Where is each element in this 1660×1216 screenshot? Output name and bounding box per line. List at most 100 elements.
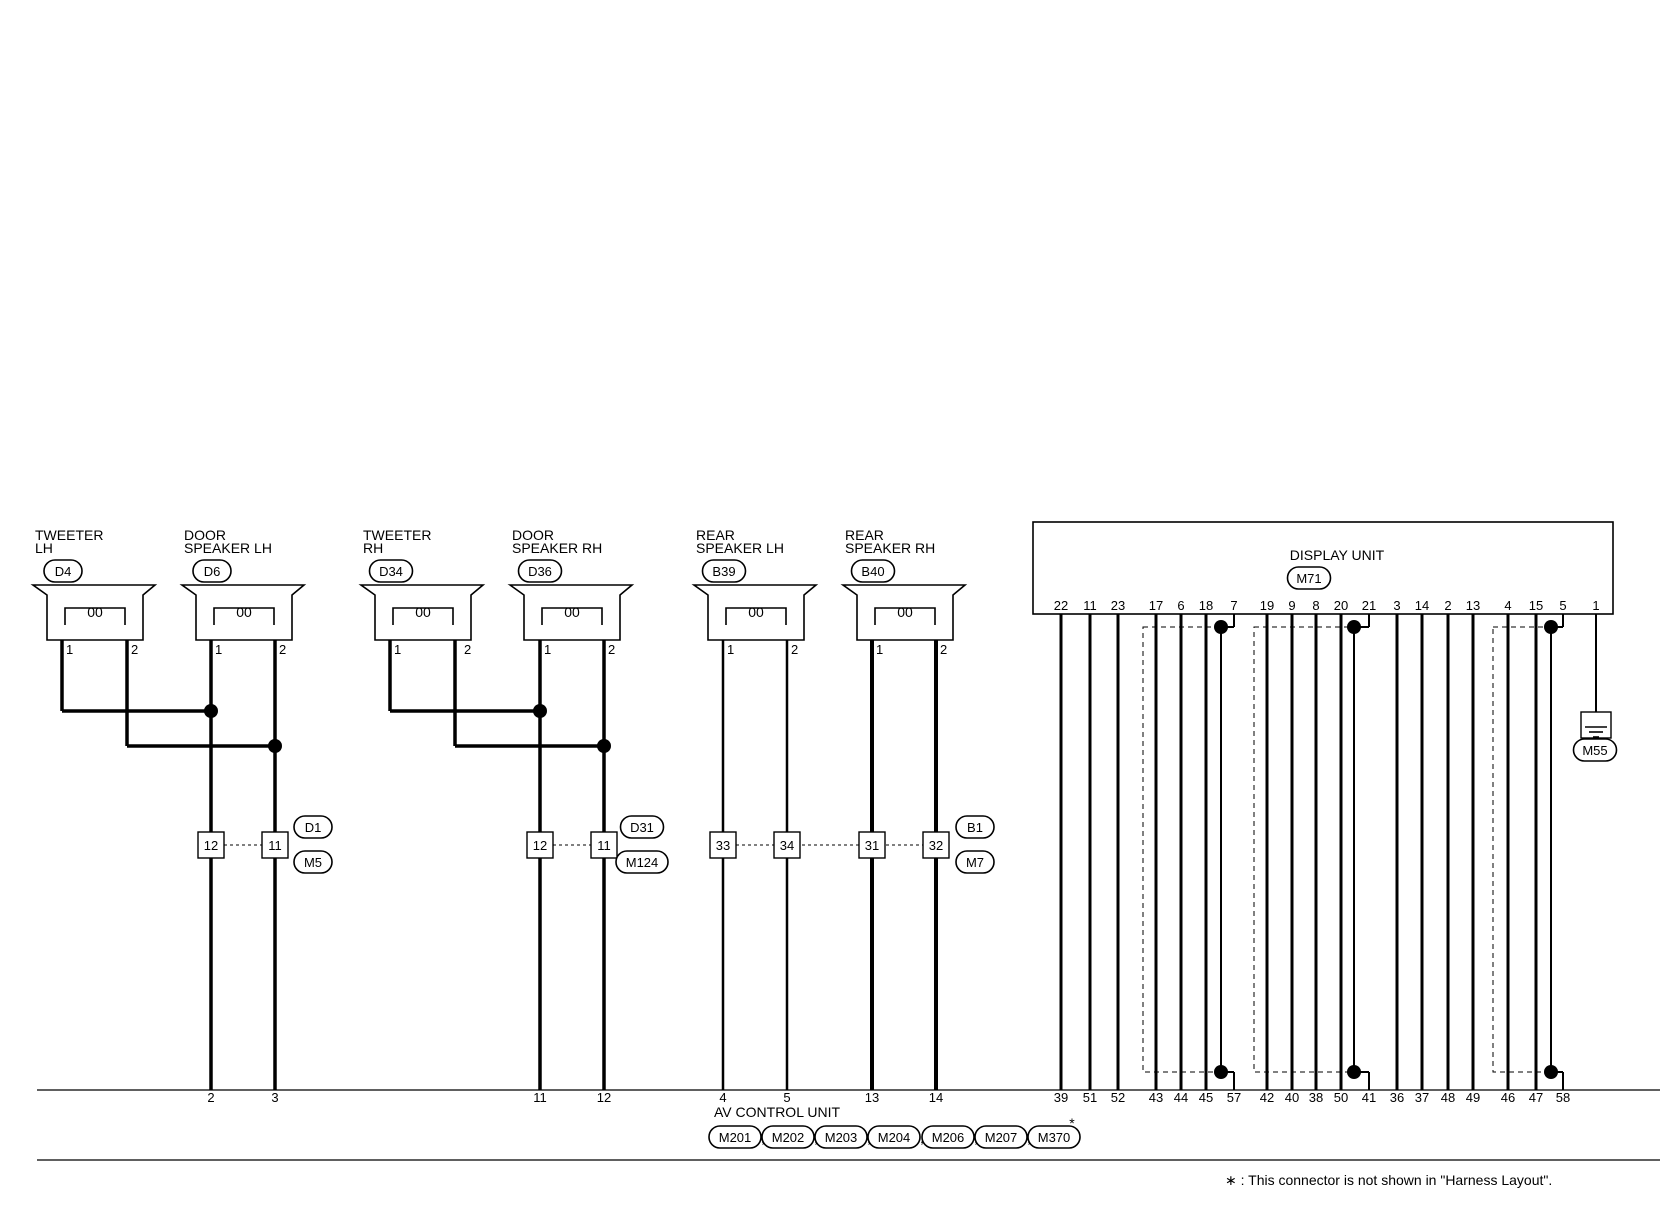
display-pin-number: 4 xyxy=(1504,598,1511,613)
splice-dot xyxy=(1214,620,1228,634)
speaker-title-line1: REAR xyxy=(845,527,884,543)
connector-label: D34 xyxy=(379,564,403,579)
connector-label: M71 xyxy=(1296,571,1321,586)
speaker-title-line2: SPEAKER LH xyxy=(696,540,784,556)
junction-pin-number: 11 xyxy=(268,838,282,853)
av-pin-number: 43 xyxy=(1149,1090,1163,1105)
junction-connector-bottom: M5 xyxy=(293,850,333,874)
connector-label: M206 xyxy=(932,1130,965,1145)
splice-dot xyxy=(1214,1065,1228,1079)
display-pin-number: 21 xyxy=(1362,598,1376,613)
av-connector: M203 xyxy=(814,1125,868,1149)
display-pin-number: 2 xyxy=(1444,598,1451,613)
pin-number: 2 xyxy=(131,642,138,657)
splice-dot xyxy=(1347,620,1361,634)
junction-pin-number: 31 xyxy=(865,838,879,853)
speaker-body-icon xyxy=(840,584,968,641)
junction-connector-top: B1 xyxy=(955,815,995,839)
speaker-cone-icon xyxy=(874,607,936,625)
speaker-title-line2: SPEAKER RH xyxy=(845,540,935,556)
speaker-title-line1: DOOR xyxy=(512,527,554,543)
connector-bubble-outline xyxy=(1027,1125,1081,1149)
av-pin-number: 41 xyxy=(1362,1090,1376,1105)
speaker-cone-icon xyxy=(725,607,787,625)
connector-label: D36 xyxy=(528,564,552,579)
av-pin-number: 13 xyxy=(865,1090,879,1105)
connector-bubble-outline xyxy=(867,1125,921,1149)
display-pin-number: 20 xyxy=(1334,598,1348,613)
connector-label: M55 xyxy=(1582,743,1607,758)
pin-number: 1 xyxy=(876,642,883,657)
av-pin-number: 45 xyxy=(1199,1090,1213,1105)
display-pin-number: 1 xyxy=(1592,598,1599,613)
av-pin-number: 49 xyxy=(1466,1090,1480,1105)
pin-number: 1 xyxy=(544,642,551,657)
connector-label: D1 xyxy=(305,820,322,835)
connector-bubble-outline xyxy=(368,559,414,583)
junction-pin-box xyxy=(858,831,886,859)
coil-symbol: 00 xyxy=(87,604,103,620)
junction-pin-box xyxy=(261,831,289,859)
av-pin-number: 58 xyxy=(1556,1090,1570,1105)
speaker-title-line1: TWEETER xyxy=(363,527,431,543)
coil-symbol: 00 xyxy=(748,604,764,620)
speaker-connector: D36 xyxy=(517,559,563,583)
av-pin-number: 39 xyxy=(1054,1090,1068,1105)
asterisk-marker: * xyxy=(1069,1115,1075,1131)
splice-dot xyxy=(1347,1065,1361,1079)
display-pin-number: 13 xyxy=(1466,598,1480,613)
av-pin-number: 38 xyxy=(1309,1090,1323,1105)
speaker-title-line1: DOOR xyxy=(184,527,226,543)
av-pin-number: 36 xyxy=(1390,1090,1404,1105)
pin-number: 1 xyxy=(394,642,401,657)
connector-bubble-outline xyxy=(293,815,333,839)
connector-bubble-outline xyxy=(955,850,995,874)
connector-bubble-outline xyxy=(708,1125,762,1149)
ground-connector: M55 xyxy=(1572,738,1618,762)
av-connector: M201 xyxy=(708,1125,762,1149)
pin-number: 2 xyxy=(791,642,798,657)
shield xyxy=(1142,614,1235,1090)
connector-label: M370 xyxy=(1038,1130,1071,1145)
display-pin-number: 14 xyxy=(1415,598,1429,613)
display-pin-number: 3 xyxy=(1393,598,1400,613)
pin-number: 1 xyxy=(66,642,73,657)
av-pin-number: 44 xyxy=(1174,1090,1188,1105)
speaker-connector: B39 xyxy=(701,559,747,583)
junction-pin-number: 34 xyxy=(780,838,794,853)
connector-bubble-outline xyxy=(517,559,563,583)
av-pin-number: 50 xyxy=(1334,1090,1348,1105)
connector-label: B39 xyxy=(712,564,735,579)
junction-pin-number: 12 xyxy=(204,838,218,853)
av-pin-number: 4 xyxy=(719,1090,726,1105)
pin-number: 2 xyxy=(464,642,471,657)
speaker-body-icon xyxy=(507,584,635,641)
coil-symbol: 00 xyxy=(236,604,252,620)
splice-dot xyxy=(1544,620,1558,634)
junction-pin-number: 11 xyxy=(597,838,611,853)
splice-dot xyxy=(597,739,611,753)
av-pin-number: 37 xyxy=(1415,1090,1429,1105)
display-pin-number: 19 xyxy=(1260,598,1274,613)
connector-label: M201 xyxy=(719,1130,752,1145)
pin-number: 2 xyxy=(940,642,947,657)
av-pin-number: 48 xyxy=(1441,1090,1455,1105)
av-unit-title: AV CONTROL UNIT xyxy=(714,1104,840,1120)
av-pin-number: 5 xyxy=(783,1090,790,1105)
speaker-connector: D34 xyxy=(368,559,414,583)
display-pin-number: 6 xyxy=(1177,598,1184,613)
speaker-cone-icon xyxy=(541,607,603,625)
av-connector: M202 xyxy=(761,1125,815,1149)
av-pin-number: 52 xyxy=(1111,1090,1125,1105)
speaker-title-line2: SPEAKER LH xyxy=(184,540,272,556)
junction-connector-bottom: M7 xyxy=(955,850,995,874)
display-pin-number: 17 xyxy=(1149,598,1163,613)
display-unit-connector: M71 xyxy=(1286,566,1332,590)
av-pin-number: 14 xyxy=(929,1090,943,1105)
